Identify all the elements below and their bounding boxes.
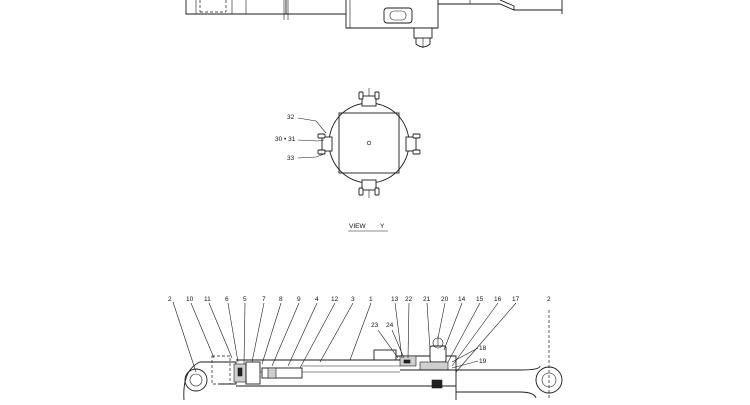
callout-18: 18	[479, 345, 487, 352]
section-callouts: 2 10 11 6 5 7 8 9 4 12 3 1 13 22 21 20 1…	[168, 296, 551, 365]
view-label-letter: Y	[380, 223, 385, 230]
callout-17: 17	[512, 296, 520, 303]
callout-2-right: 2	[547, 296, 551, 303]
callout-11: 11	[204, 296, 211, 303]
cylinder-side-view-top	[185, 0, 563, 48]
cylinder-section-view	[172, 301, 563, 401]
callout-5: 5	[243, 296, 247, 303]
callout-14: 14	[458, 296, 466, 303]
callout-19: 19	[479, 358, 487, 365]
callout-21: 21	[423, 296, 431, 303]
callout-22: 22	[405, 296, 413, 303]
callout-8: 8	[279, 296, 283, 303]
callout-3: 3	[351, 296, 355, 303]
callout-6: 6	[225, 296, 229, 303]
callout-9: 9	[297, 296, 301, 303]
callout-1: 1	[369, 296, 373, 303]
callout-23: 23	[371, 322, 379, 329]
callout-10: 10	[186, 296, 194, 303]
callout-24: 24	[386, 322, 394, 329]
view-y-section: 32 30 • 31 33 VIEW Y	[275, 88, 421, 232]
callout-32: 32	[287, 114, 295, 121]
callout-4: 4	[315, 296, 319, 303]
callout-16: 16	[494, 296, 502, 303]
view-label-word: VIEW	[349, 223, 366, 230]
callout-33: 33	[287, 155, 295, 162]
callout-7: 7	[262, 296, 266, 303]
callout-13: 13	[391, 296, 399, 303]
callout-2-left: 2	[168, 296, 172, 303]
callout-12: 12	[331, 296, 339, 303]
callout-30-31: 30 • 31	[275, 136, 296, 143]
callout-15: 15	[476, 296, 484, 303]
callout-20: 20	[441, 296, 449, 303]
